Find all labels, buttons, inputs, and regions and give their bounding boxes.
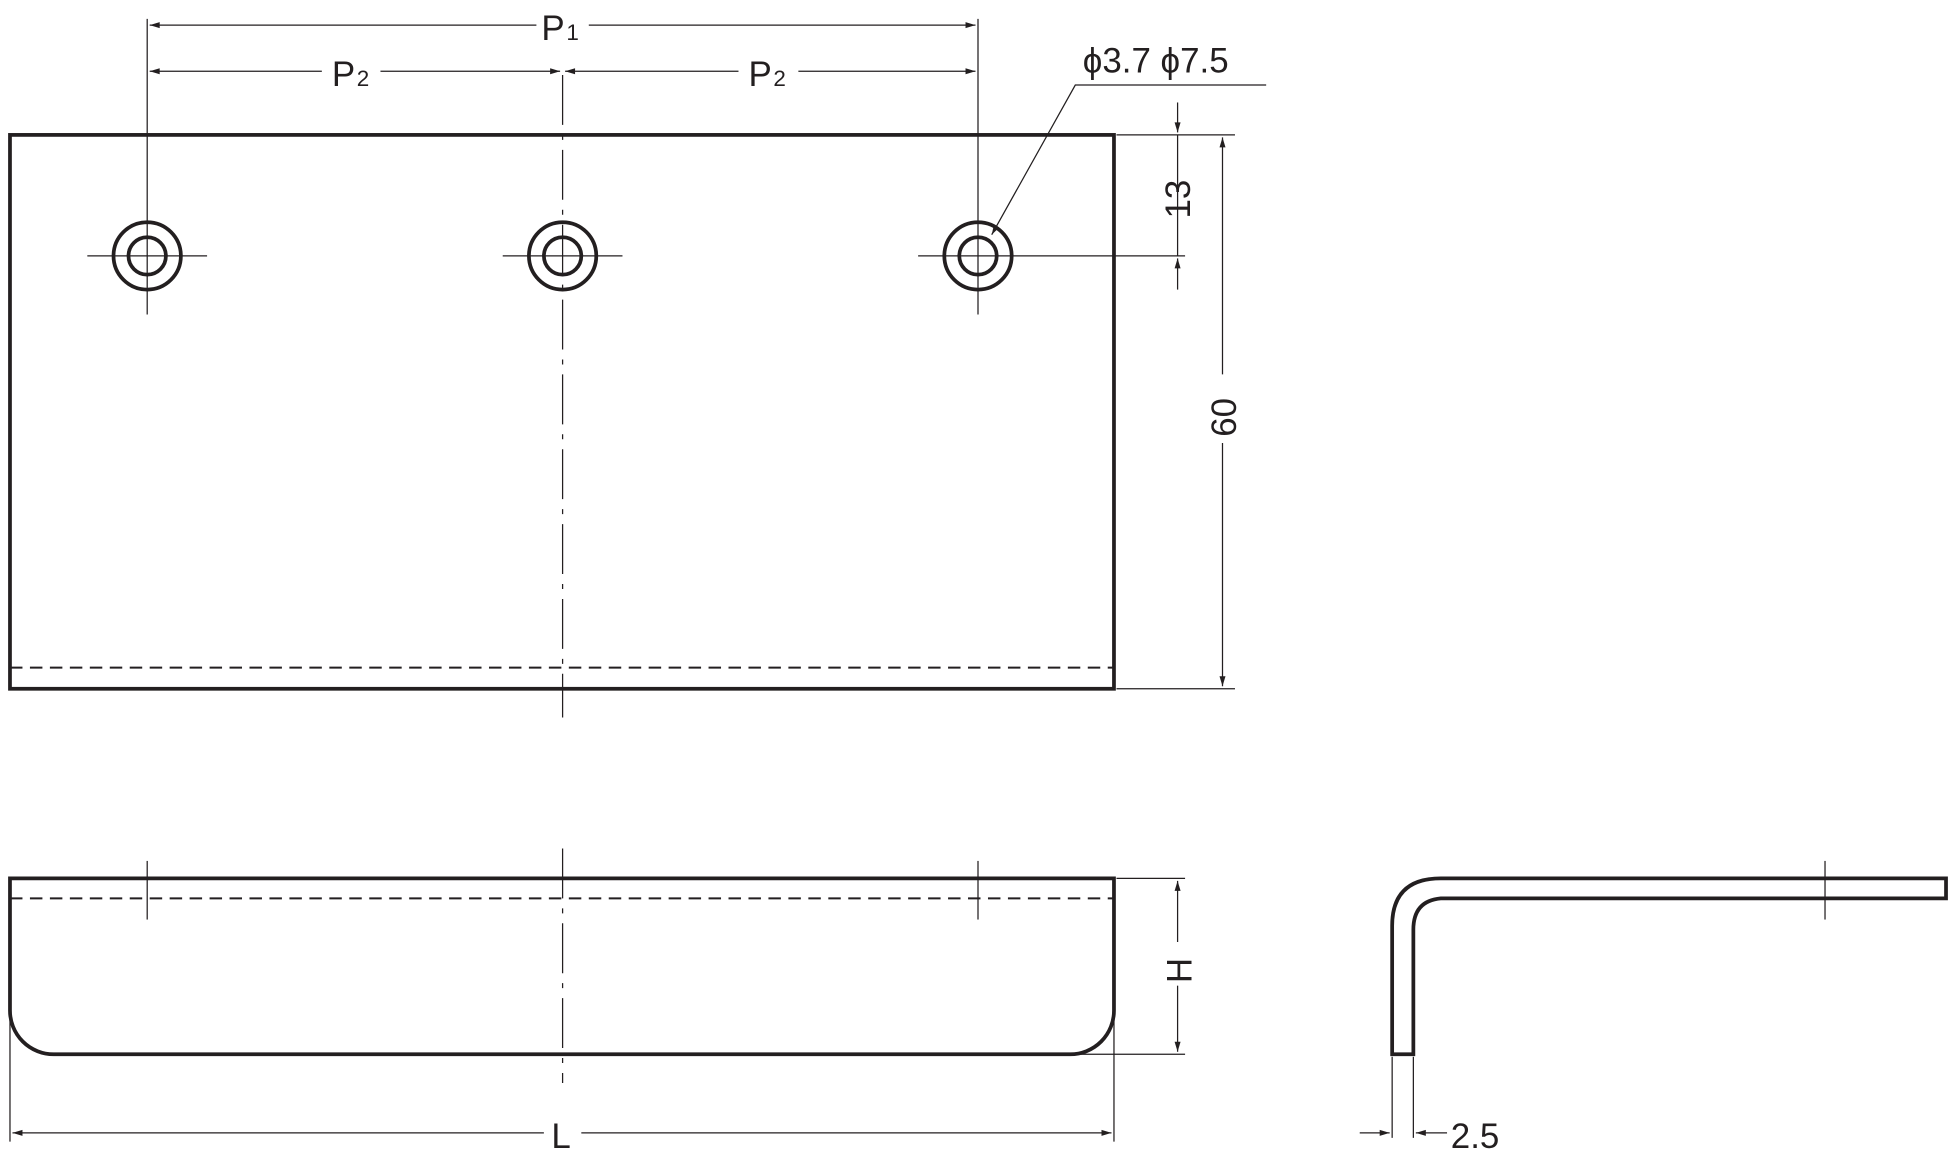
front-outline bbox=[8, 876, 1116, 1057]
length-dimension: L bbox=[551, 1117, 570, 1156]
p2-left-subscript: 2 bbox=[357, 66, 369, 91]
p2-left-label: P bbox=[332, 55, 355, 94]
front-view: H L bbox=[8, 848, 1199, 1156]
width-dimension: 60 bbox=[1205, 398, 1244, 437]
side-view: 2.5 bbox=[1359, 860, 1948, 1156]
top-view: P 1 P 2 P 2 ϕ3.7 ϕ7.5 13 60 bbox=[8, 9, 1267, 718]
p1-label: P bbox=[541, 9, 564, 48]
height-dimension: H bbox=[1160, 958, 1199, 983]
mounting-hole bbox=[918, 18, 1186, 315]
mounting-hole bbox=[502, 220, 623, 292]
hole-offset-dimension: 13 bbox=[1159, 180, 1198, 219]
thickness-dimension: 2.5 bbox=[1451, 1117, 1500, 1156]
p2-right-label: P bbox=[748, 55, 771, 94]
hole-callout: ϕ3.7 ϕ7.5 bbox=[1083, 42, 1229, 81]
p1-subscript: 1 bbox=[566, 20, 578, 45]
mounting-hole bbox=[87, 18, 208, 315]
p2-right-subscript: 2 bbox=[773, 66, 785, 91]
side-profile bbox=[1390, 876, 1948, 1057]
